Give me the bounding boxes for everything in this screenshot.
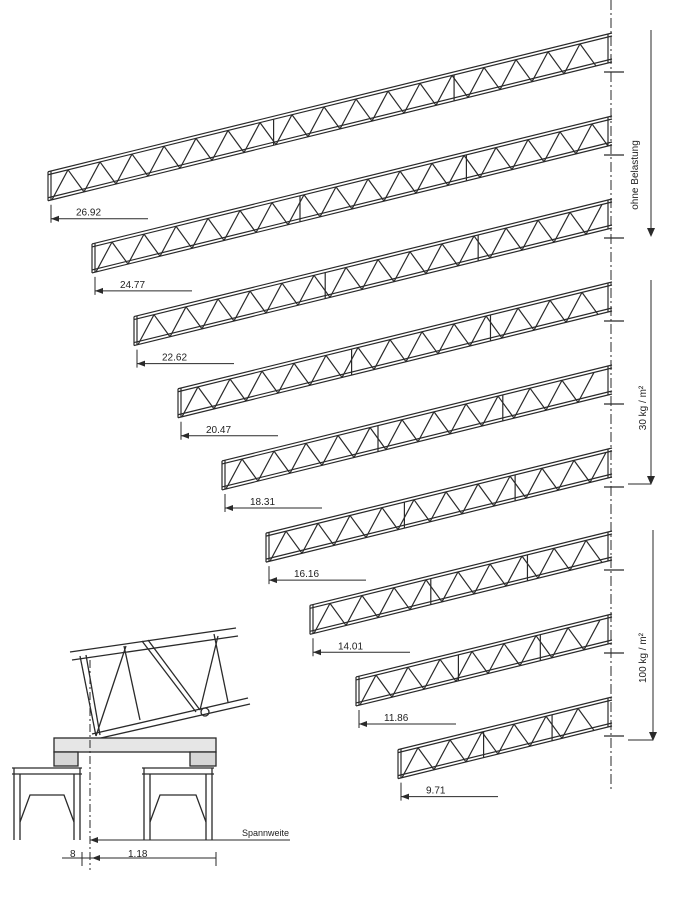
truss-4 [177, 281, 624, 419]
span-dimension-7 [312, 638, 410, 657]
span-label-6: 16.16 [294, 569, 319, 580]
span-dimension-2 [94, 276, 192, 295]
load-label-unloaded: ohne Belastung [630, 140, 641, 210]
span-label-7: 14.01 [338, 641, 363, 652]
span-label-8: 11.86 [384, 713, 409, 724]
truss-5 [221, 364, 624, 491]
load-label-30: 30 kg / m² [638, 385, 649, 430]
truss-series: 26.92 24.77 22.62 20.47 18.31 16.16 14.01 11.86… [47, 32, 624, 801]
dim-small-label: 8 [70, 849, 76, 860]
span-dimension-9 [400, 782, 498, 801]
span-label-3: 22.62 [162, 353, 187, 364]
dim-arrow [92, 855, 100, 861]
truss-1 [47, 32, 624, 202]
load-zone-30: 30 kg / m² [628, 280, 655, 485]
span-dimension-8 [358, 709, 456, 728]
truss-3 [133, 198, 624, 347]
span-dimension-3 [136, 349, 234, 368]
span-label: Spannweite [242, 828, 289, 838]
load-label-100: 100 kg / m² [638, 632, 649, 683]
span-label-5: 18.31 [250, 497, 275, 508]
truss-8 [355, 613, 624, 707]
span-label-4: 20.47 [206, 425, 231, 436]
span-arrow [90, 837, 98, 843]
dim-large-label: 1.18 [128, 849, 148, 860]
span-dimension-4 [180, 421, 278, 440]
truss-9 [397, 696, 624, 780]
span-dimension-6 [268, 566, 366, 585]
span-dimension-5 [224, 493, 322, 512]
span-label-2: 24.77 [120, 280, 145, 291]
truss-6 [265, 447, 624, 563]
support-detail [12, 627, 290, 870]
load-zone-100: 100 kg / m² [628, 530, 657, 741]
truss-2 [91, 115, 624, 274]
span-label-1: 26.92 [76, 208, 101, 219]
span-dimension-1 [50, 204, 148, 223]
load-zone-unloaded: ohne Belastung [630, 30, 655, 237]
span-label-9: 9.71 [426, 786, 446, 797]
truss-7 [309, 530, 624, 635]
